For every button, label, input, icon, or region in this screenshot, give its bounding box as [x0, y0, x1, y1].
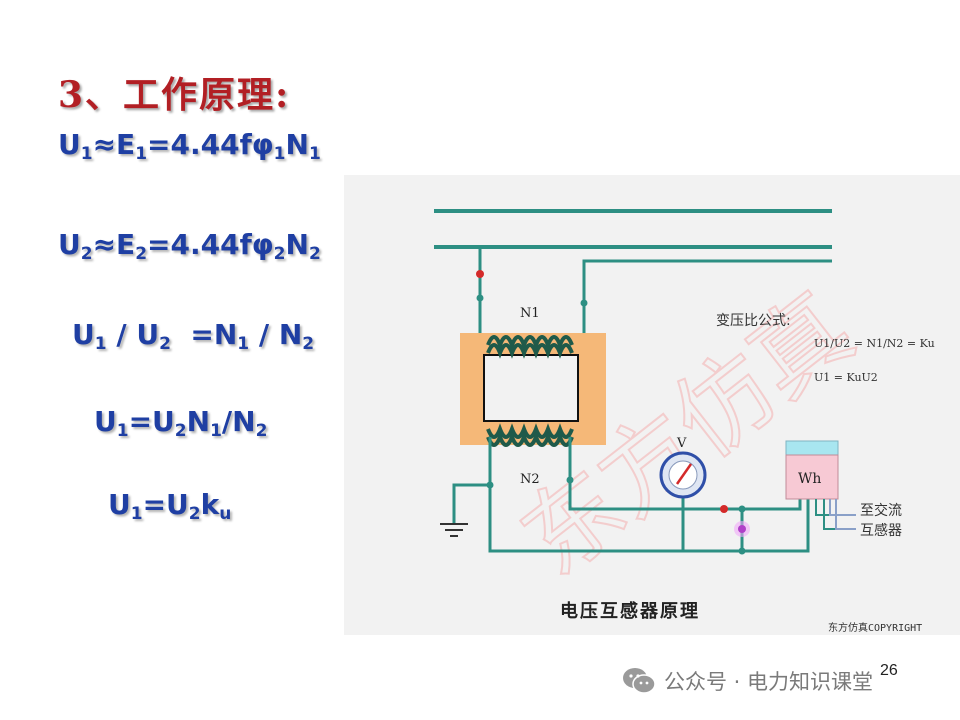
ratio-formula-1: U1/U2 = N1/N2 = Ku: [814, 337, 935, 350]
formula-subscript: 2: [80, 244, 93, 264]
formula-subscript: 2: [255, 421, 268, 441]
diagram-copyright: 东方仿真COPYRIGHT: [828, 621, 922, 634]
watt-hour-meter: [785, 454, 839, 500]
formula-text: =U: [142, 488, 189, 521]
primary-coil: [486, 335, 574, 359]
formula-text: N: [285, 228, 309, 261]
formula-text: / U: [106, 318, 160, 351]
formula-subscript: 2: [308, 244, 321, 264]
page-number: 26: [880, 662, 898, 679]
transformer-diagram-panel: 东方仿真 N1 N2: [344, 175, 960, 635]
formula-text: ≈E: [92, 128, 136, 161]
formula-u1-from-turns: U1=U2N1/N2: [94, 405, 267, 441]
formula-text: / N: [249, 318, 303, 351]
formula-subscript: 2: [135, 244, 148, 264]
side-label-line2: 互感器: [860, 522, 902, 539]
primary-feed-right: [582, 259, 832, 335]
ratio-formula-2: U1 = KuU2: [814, 371, 878, 384]
diagram-caption: 电压互感器原理: [560, 600, 700, 622]
terminal-dot: [566, 476, 574, 484]
formula-subscript: 2: [159, 334, 171, 354]
secondary-wire-left: [488, 437, 810, 553]
coil-label-n2: N2: [520, 472, 540, 487]
wechat-icon: [623, 668, 656, 694]
core-window: [483, 354, 579, 422]
footer-source: 公众号 · 电力知识课堂: [622, 666, 873, 696]
formula-subscript: 2: [273, 244, 286, 264]
coil-label-n1: N1: [520, 306, 540, 321]
formula-subscript: 1: [116, 421, 129, 441]
formula-subscript: 1: [237, 334, 250, 354]
terminal-dot: [738, 547, 746, 555]
terminal-dot: [476, 294, 484, 302]
formula-u1-from-ku: U1=U2ku: [108, 488, 231, 524]
ground-wire: [452, 483, 490, 523]
meter-label: Wh: [798, 471, 821, 487]
formula-voltage-ratio: U1 / U2 =N1 / N2: [72, 318, 314, 354]
formula-text: U: [94, 405, 117, 438]
footer-source-text: 公众号 · 电力知识课堂: [664, 670, 874, 694]
transformer-diagram: 东方仿真 N1 N2: [434, 209, 935, 634]
formula-subscript: 1: [273, 144, 286, 164]
formula-subscript: 1: [135, 144, 148, 164]
ratio-heading: 变压比公式:: [716, 313, 791, 329]
meter-top: [785, 440, 839, 456]
formula-subscript: 1: [210, 421, 222, 441]
formula-subscript: u: [219, 504, 232, 524]
formula-text: k: [200, 488, 220, 521]
formula-text: U: [58, 228, 81, 261]
formula-subscript: 2: [188, 504, 201, 524]
voltmeter-label: V: [676, 436, 687, 451]
formula-subscript: 1: [130, 504, 143, 524]
terminal-dot: [580, 299, 588, 307]
formula-text: =N: [170, 318, 238, 351]
terminal-dot: [486, 481, 494, 489]
fuse-red-dot: [476, 270, 484, 278]
formula-text: =U: [128, 405, 175, 438]
formula-text: ≈E: [92, 228, 136, 261]
formula-subscript: 1: [94, 334, 107, 354]
formula-subscript: 2: [174, 421, 187, 441]
secondary-coil: [486, 423, 574, 447]
formula-u1-e1: U1≈E1=4.44fφ1N1: [58, 128, 321, 164]
formula-subscript: 1: [308, 144, 321, 164]
formula-text: N: [186, 405, 211, 438]
slide-title: 3、工作原理:: [58, 74, 291, 116]
junction-red-dot: [720, 505, 728, 513]
formula-text: N: [285, 128, 309, 161]
formula-text: =4.44fφ: [147, 228, 274, 261]
formula-text: /N: [221, 405, 256, 438]
formula-subscript: 2: [302, 334, 315, 354]
formula-subscript: 1: [80, 144, 93, 164]
formula-text: U: [58, 128, 81, 161]
voltmeter-needle: [675, 463, 693, 485]
formula-text: =4.44fφ: [147, 128, 274, 161]
ground-icon: [440, 523, 468, 537]
outgoing-leads: [815, 499, 856, 530]
formula-text: U: [72, 318, 95, 351]
terminal-dot: [738, 505, 746, 513]
current-dot: [738, 525, 746, 533]
side-label-line1: 至交流: [860, 502, 902, 519]
formula-u2-e2: U2≈E2=4.44fφ2N2: [58, 228, 321, 264]
formula-text: U: [108, 488, 131, 521]
